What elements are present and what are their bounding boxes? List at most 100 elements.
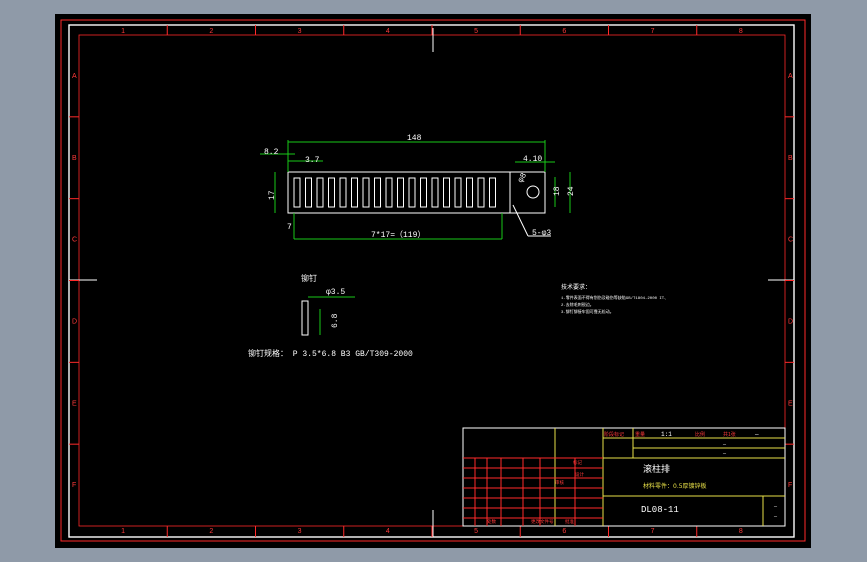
slot — [431, 177, 439, 208]
column-label: 8 — [739, 528, 743, 535]
row-label: C — [72, 237, 77, 244]
column-label: 1 — [121, 528, 125, 535]
row-label: F — [72, 482, 76, 489]
dim-height-inner: 18 — [553, 186, 562, 196]
slot — [489, 177, 496, 208]
leader-line — [512, 204, 529, 237]
column-label: 4 — [386, 28, 390, 35]
row-label: A — [72, 73, 77, 80]
column-label: 6 — [562, 28, 566, 35]
slot — [374, 177, 381, 208]
stage-label: 阶段标记 — [604, 431, 624, 438]
column-label: 5 — [474, 28, 478, 35]
tb-label: 批准 — [565, 518, 574, 525]
slot — [305, 177, 312, 208]
technical-notes: 技术要求： 1.零件表面不得有划伤及碰伤等缺陷GB/T1804-2000 IT、… — [561, 283, 668, 315]
column-label: 4 — [386, 528, 390, 535]
row-label: B — [72, 155, 77, 162]
dim-overall-length: 148 — [407, 134, 422, 143]
column-label: 1 — [121, 28, 125, 35]
column-label: 3 — [298, 528, 302, 535]
slot — [443, 177, 450, 208]
slot — [397, 177, 404, 208]
material: 材料零件：0.5厚镀锌板 — [643, 482, 707, 490]
dim-slot-offset: 3.7 — [305, 156, 320, 165]
part-body — [287, 171, 511, 214]
row-label: D — [72, 318, 77, 325]
note-line-3: 3.铆钉铆接牢固可靠无松动。 — [561, 308, 614, 315]
column-label: 2 — [209, 28, 213, 35]
column-label: 7 — [651, 528, 655, 535]
slot — [385, 177, 393, 208]
slot-array — [293, 177, 496, 208]
inner-frame — [68, 24, 795, 538]
row-label: E — [788, 400, 793, 407]
tb-label: 更改文件号 — [531, 518, 554, 525]
notes-title: 技术要求： — [561, 283, 591, 291]
column-ticks: 1 1 2 2 3 3 4 4 5 5 6 6 7 7 8 8 — [121, 25, 743, 537]
rivet-length: 6.8 — [331, 313, 340, 328]
dash-mark: — — [722, 451, 727, 457]
weight-label: 重量 — [635, 431, 645, 438]
column-label: 5 — [474, 528, 478, 535]
tb-label: 处数 — [487, 518, 496, 525]
dash-mark: — — [754, 431, 759, 438]
part-name: 滚柱排 — [643, 463, 670, 475]
row-label: C — [788, 237, 793, 244]
slot — [328, 177, 335, 208]
slot — [408, 177, 416, 208]
title-block-frame — [462, 427, 786, 527]
title-block-rows — [463, 457, 603, 526]
column-label: 2 — [209, 528, 213, 535]
row-label: B — [788, 155, 793, 162]
dash-mark: — — [722, 442, 727, 448]
column-label: 6 — [562, 528, 566, 535]
dash-mark: — — [773, 514, 778, 520]
slot — [293, 177, 301, 208]
row-label: D — [788, 318, 793, 325]
hole-callout: 5-φ3 — [532, 229, 551, 238]
dim-slot-width: 7 — [287, 223, 292, 232]
dim-left-offset: 8.2 — [264, 148, 279, 157]
column-label: 3 — [298, 28, 302, 35]
slot — [316, 177, 324, 208]
slot — [339, 177, 347, 208]
drawing-number: DL08-11 — [641, 505, 679, 515]
dash-mark: — — [773, 504, 778, 510]
slot — [420, 177, 427, 208]
slot — [362, 177, 370, 208]
rivet-spec: 铆钉规格： P 3.5*6.8 B3 GB/T309-2000 — [248, 348, 413, 359]
rivet-shank — [301, 300, 309, 336]
slot — [454, 177, 462, 208]
column-label: 7 — [651, 28, 655, 35]
outer-frame — [60, 19, 806, 542]
sheet-label: 共1张 — [723, 431, 736, 438]
dimensions: 148 8.2 3.7 4.10 17 18 24 7 7*17=（119） 5… — [260, 134, 576, 240]
dim-height-outer: 24 — [567, 186, 576, 196]
row-label: E — [72, 400, 77, 407]
dim-right-detail: 4.10 — [523, 155, 542, 164]
slot — [351, 177, 358, 208]
scale-label: 比例 — [695, 431, 705, 438]
column-label: 8 — [739, 28, 743, 35]
tb-label: 设计 — [575, 471, 584, 478]
dim-pitch: 7*17=（119） — [371, 230, 425, 240]
slot — [466, 177, 473, 208]
scale-value: 1:1 — [661, 431, 672, 438]
title-block: 阶段标记 重量 1:1 比例 共1张 — — — 滚柱排 材料零件：0.5厚镀锌… — [462, 427, 786, 527]
dim-height-left: 17 — [268, 190, 277, 200]
tb-label: 审核 — [555, 479, 564, 486]
row-label: F — [788, 482, 792, 489]
rivet-title: 铆钉 — [301, 273, 317, 284]
roller-cage-part — [287, 171, 546, 214]
end-hole — [526, 185, 540, 199]
note-line-2: 2.去除毛刺锐边。 — [561, 301, 594, 308]
hole-diameter: φ8 — [516, 171, 529, 184]
slot — [477, 177, 485, 208]
tb-label: 标记 — [573, 459, 582, 466]
part-end-tab — [510, 171, 546, 214]
note-line-1: 1.零件表面不得有划伤及碰伤等缺陷GB/T1804-2000 IT、 — [561, 294, 668, 301]
